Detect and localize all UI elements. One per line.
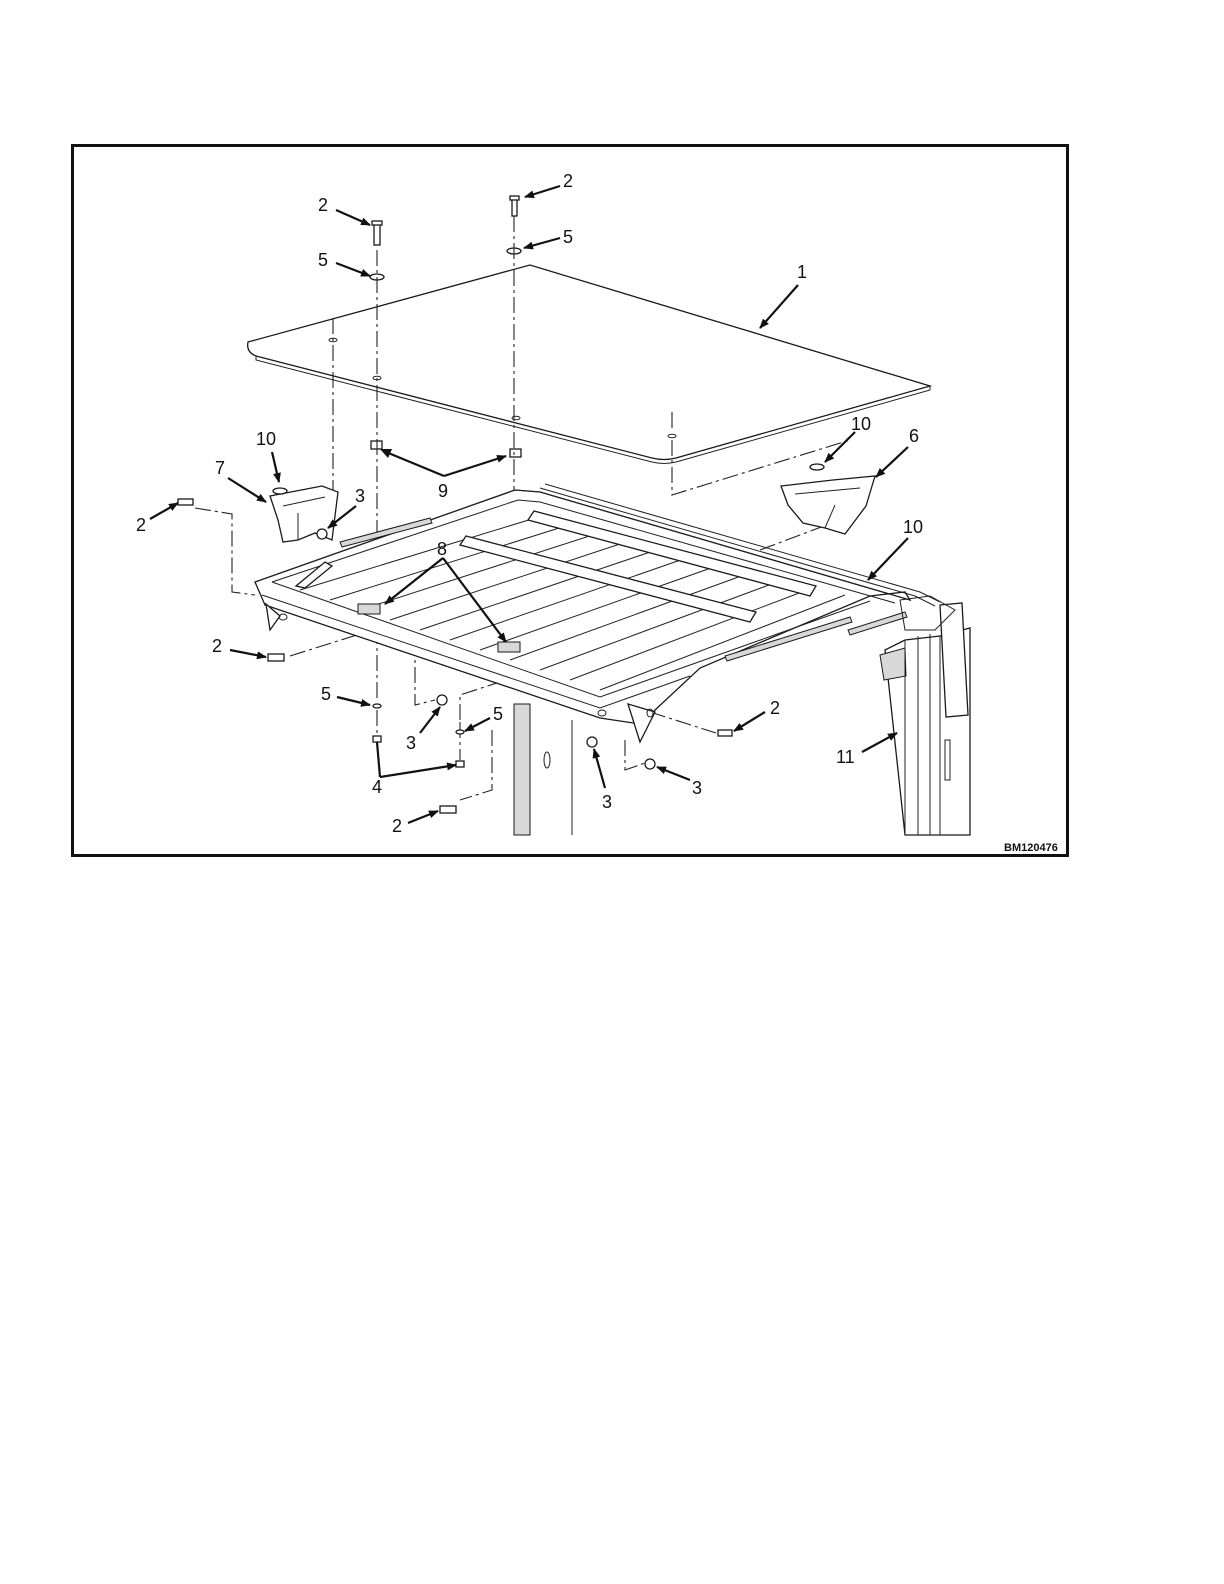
callout-10: 10	[256, 429, 276, 449]
callout-7: 7	[215, 458, 225, 478]
callout-2: 2	[392, 816, 402, 836]
callout-1: 1	[797, 262, 807, 282]
callout-5: 5	[493, 704, 503, 724]
callout-3: 3	[692, 778, 702, 798]
figure-id: BM120476	[1004, 842, 1058, 854]
right-bracket	[781, 464, 875, 534]
callout-5: 5	[318, 250, 328, 270]
callout-6: 6	[909, 426, 919, 446]
callout-9: 9	[438, 481, 448, 501]
callout-2: 2	[212, 636, 222, 656]
center-post	[514, 704, 572, 835]
callout-10: 10	[903, 517, 923, 537]
callout-2: 2	[318, 195, 328, 215]
left-bracket	[270, 486, 338, 542]
right-post	[880, 596, 970, 835]
callout-3: 3	[602, 792, 612, 812]
callout-3: 3	[406, 733, 416, 753]
callout-3: 3	[355, 486, 365, 506]
callout-4: 4	[372, 777, 382, 797]
callout-2: 2	[770, 698, 780, 718]
top-panel	[248, 265, 930, 464]
callout-5: 5	[321, 684, 331, 704]
callout-8: 8	[437, 539, 447, 559]
callout-2: 2	[563, 171, 573, 191]
callout-5: 5	[563, 227, 573, 247]
callout-2: 2	[136, 515, 146, 535]
callout-10: 10	[851, 414, 871, 434]
callout-11: 11	[836, 747, 855, 767]
